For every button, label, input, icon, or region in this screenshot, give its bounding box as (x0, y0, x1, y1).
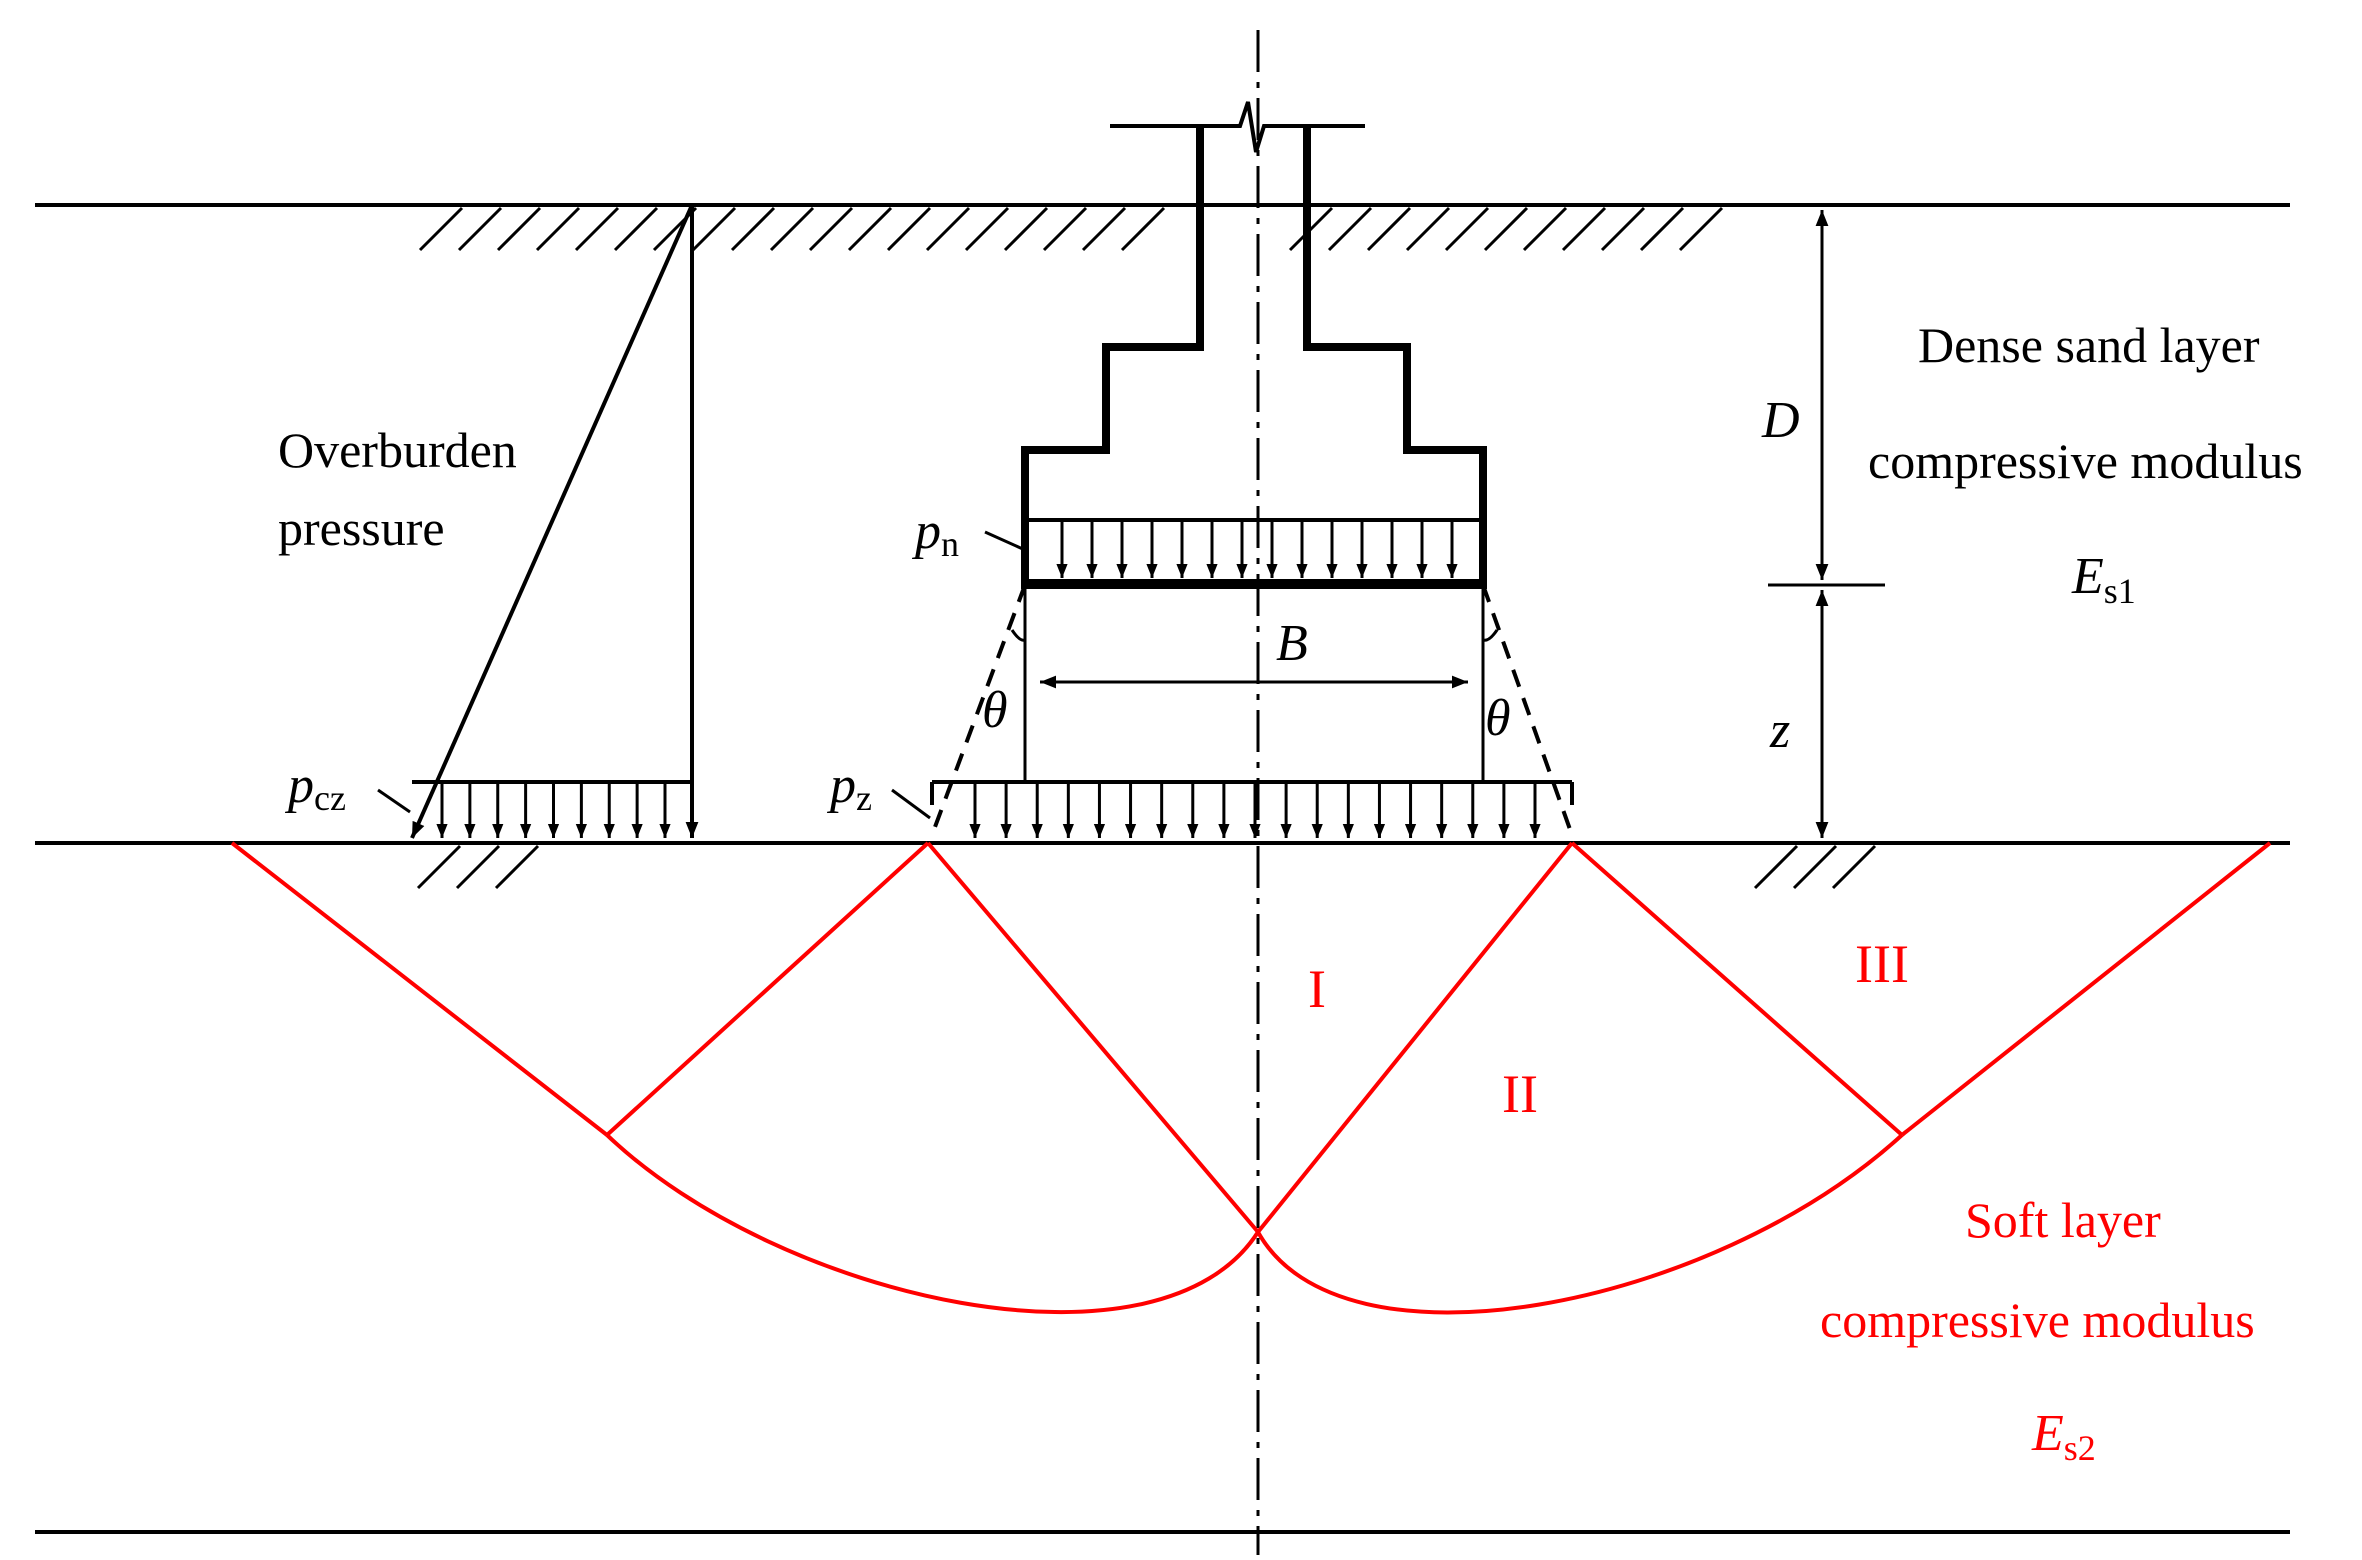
pn-subscript: n (941, 524, 959, 564)
ground-hatching-right (1288, 206, 1724, 252)
depth-z-label: z (1769, 702, 1790, 759)
hatch-stroke (1792, 844, 1838, 890)
hatch-stroke (1366, 206, 1412, 252)
hatch-stroke (1753, 844, 1799, 890)
pn-leader (984, 530, 1026, 552)
failure-curve-right (1256, 1133, 1904, 1315)
hatch-stroke (1600, 206, 1646, 252)
hatch-stroke (494, 844, 540, 890)
angle-mark-left (1010, 629, 1026, 642)
hatch-stroke (1327, 206, 1373, 252)
overburden-diagonal (410, 204, 694, 839)
soft-modulus-letter: E (2031, 1405, 2064, 1462)
failure-line-right-outer (1900, 841, 2272, 1137)
angle-theta-right: θ (1485, 690, 1511, 747)
hatch-stroke (1042, 206, 1088, 252)
hatch-stroke (1561, 206, 1607, 252)
hatch-stroke (455, 844, 501, 890)
hatch-stroke (613, 206, 659, 252)
hatch-stroke (1831, 844, 1877, 890)
soft-layer-label-line2: compressive modulus (1820, 1292, 2255, 1348)
dense-modulus-letter: E (2071, 548, 2104, 605)
hatch-stroke (1444, 206, 1490, 252)
soft-modulus-symbol: Es2 (2031, 1405, 2096, 1468)
hatch-stroke (1405, 206, 1451, 252)
stepped-foundation-outline (1021, 126, 1487, 589)
failure-line-left-outer (230, 841, 609, 1137)
hatch-stroke (925, 206, 971, 252)
hatch-stroke (457, 206, 503, 252)
pz-label: pz (826, 757, 872, 818)
overburden-label-line1: Overburden (278, 422, 517, 478)
soft-modulus-subscript: s2 (2064, 1428, 2096, 1468)
dense-layer-label-line1: Dense sand layer (1918, 317, 2260, 373)
pn-label: pn (911, 503, 959, 564)
hatch-stroke (1120, 206, 1166, 252)
hatch-stroke (730, 206, 776, 252)
zone-III-label: III (1855, 934, 1909, 994)
pcz-pressure-arrows (436, 784, 671, 838)
hatch-stroke (691, 206, 737, 252)
hatch-stroke (1003, 206, 1049, 252)
hatch-stroke (416, 844, 462, 890)
hatch-stroke (964, 206, 1010, 252)
failure-surface (230, 841, 2272, 1315)
failure-line-left-wedge (926, 841, 1260, 1234)
ground-hatching-left (418, 206, 1166, 252)
base-pressure-arrows (1056, 522, 1458, 578)
soft-layer-label-line1: Soft layer (1965, 1192, 2161, 1248)
column-break-mark (1232, 101, 1272, 153)
failure-line-right-fan (1570, 841, 1904, 1137)
layer-hatching-left (416, 844, 540, 890)
hatch-stroke (1678, 206, 1724, 252)
pcz-subscript: cz (314, 778, 346, 818)
pn-letter: p (911, 503, 941, 560)
pz-subscript: z (856, 778, 872, 818)
zone-I-label: I (1308, 959, 1326, 1019)
hatch-stroke (535, 206, 581, 252)
layer-hatching-right (1753, 844, 1877, 890)
overburden-label-line2: pressure (278, 500, 445, 556)
hatch-stroke (1483, 206, 1529, 252)
pcz-leader (377, 788, 411, 814)
angle-theta-left: θ (982, 682, 1008, 739)
failure-line-right-wedge (1256, 841, 1574, 1234)
depth-D-label: D (1761, 392, 1800, 449)
failure-line-left-fan (605, 841, 930, 1137)
angle-mark-right (1482, 629, 1499, 642)
hatch-stroke (496, 206, 542, 252)
spread-line-right (1481, 584, 1574, 836)
hatch-stroke (886, 206, 932, 252)
hatch-stroke (418, 206, 464, 252)
hatch-stroke (808, 206, 854, 252)
dense-modulus-symbol: Es1 (2071, 548, 2136, 611)
width-B-label: B (1276, 615, 1308, 672)
zone-II-label: II (1502, 1064, 1538, 1124)
hatch-stroke (574, 206, 620, 252)
hatch-stroke (1081, 206, 1127, 252)
pcz-letter: p (284, 757, 314, 814)
hatch-stroke (1639, 206, 1685, 252)
hatch-stroke (769, 206, 815, 252)
pcz-label: pcz (284, 757, 346, 818)
spread-line-left (930, 584, 1027, 836)
pz-pressure-arrows (969, 784, 1541, 838)
dense-modulus-subscript: s1 (2104, 571, 2136, 611)
hatch-stroke (1522, 206, 1568, 252)
pz-letter: p (826, 757, 856, 814)
pz-leader (891, 788, 931, 820)
failure-curve-left (605, 1133, 1260, 1314)
hatch-stroke (847, 206, 893, 252)
dense-layer-label-line2: compressive modulus (1868, 433, 2303, 489)
